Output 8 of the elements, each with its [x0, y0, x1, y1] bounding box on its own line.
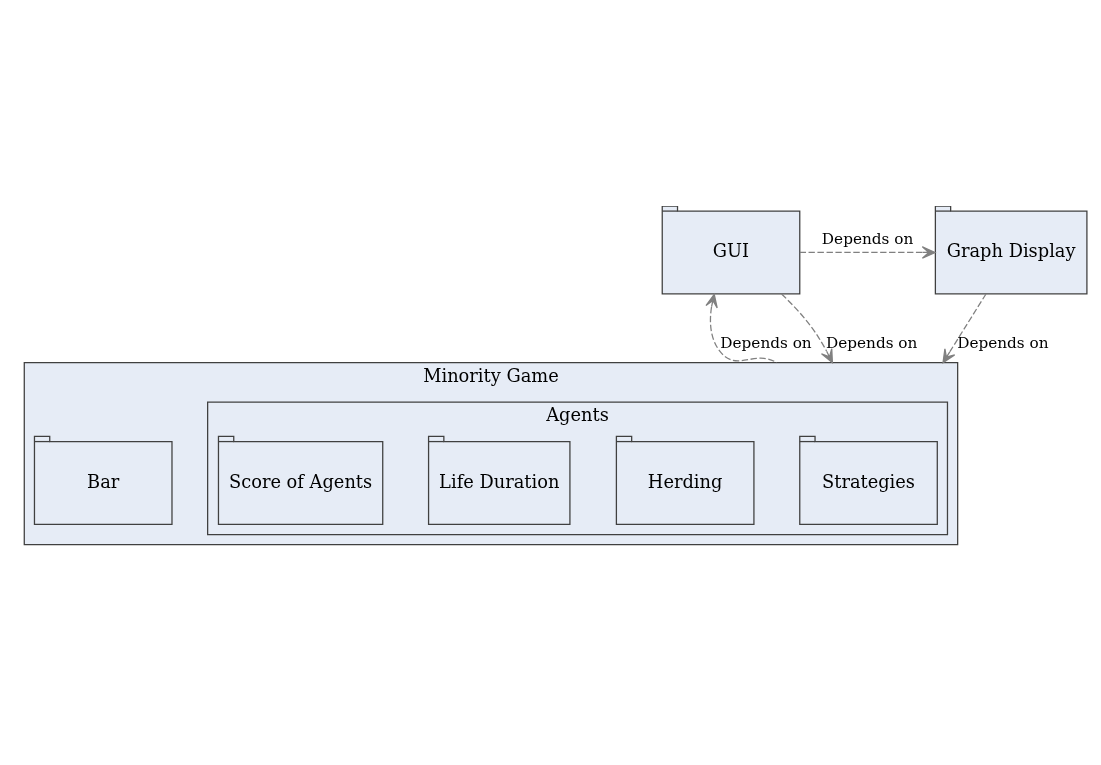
arrow: [942, 292, 987, 363]
edge-label: Depends on: [826, 333, 918, 352]
arrow: [780, 292, 834, 363]
edge-label: Depends on: [720, 333, 812, 352]
arrow: [799, 245, 936, 259]
edge-label: Depends on: [821, 229, 914, 248]
arrow: [705, 293, 778, 363]
edge-label: Depends on: [957, 333, 1049, 352]
